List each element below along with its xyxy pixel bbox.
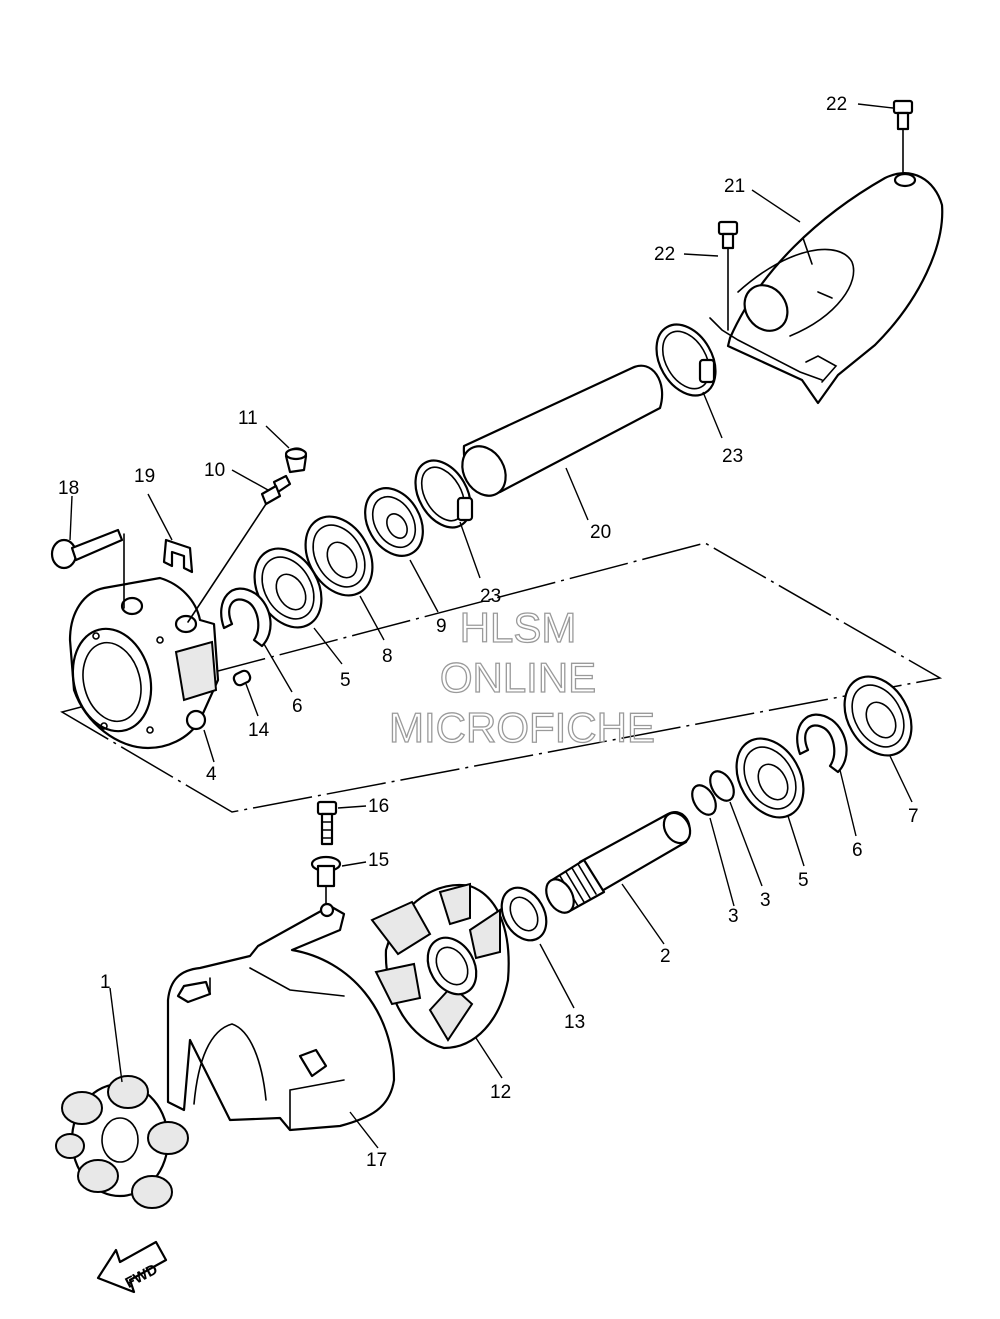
callout-19: 19	[134, 466, 155, 487]
housing-bolt-holes	[92, 632, 164, 734]
part-22-bolt-upper[interactable]	[892, 99, 914, 173]
part-5-bearing-upper[interactable]	[241, 537, 335, 640]
callout-6-upper: 6	[292, 696, 303, 717]
part-5-bearing-lower[interactable]	[723, 727, 817, 830]
watermark-line-2: ONLINE	[440, 654, 596, 701]
part-14-pin[interactable]	[232, 669, 252, 687]
part-21-nozzle-cover[interactable]	[709, 172, 944, 405]
part-19-clip[interactable]	[162, 538, 194, 574]
part-7-bearing[interactable]	[831, 665, 925, 768]
part-22-bolt-lower[interactable]	[717, 220, 739, 331]
part-2-drive-shaft[interactable]	[541, 808, 696, 917]
callout-6-lower: 6	[852, 840, 863, 861]
callout-labels: 22 21 22 23 11 10 19 18 20 23 9 8 5 6 14…	[58, 94, 919, 1171]
part-6-circlip-lower[interactable]	[796, 713, 848, 774]
callout-3-b: 3	[728, 906, 739, 927]
bolt-thread-lines	[321, 821, 333, 839]
callout-23-upper: 23	[722, 446, 743, 467]
part-8-bearing[interactable]	[292, 505, 386, 608]
part-11-cap[interactable]	[284, 447, 308, 474]
callout-9: 9	[436, 616, 447, 637]
callout-11: 11	[238, 408, 258, 429]
callout-16: 16	[368, 796, 389, 817]
callout-22-upper: 22	[826, 94, 847, 115]
watermark-line-1: HLSM	[460, 604, 577, 651]
watermark-line-3: MICROFICHE	[389, 704, 655, 751]
callout-21: 21	[724, 176, 745, 197]
part-13-collar[interactable]	[493, 880, 556, 948]
part-1-damper[interactable]	[55, 1075, 189, 1209]
callout-7: 7	[908, 806, 919, 827]
part-17-intake-housing[interactable]	[166, 902, 396, 1132]
leader-lines	[69, 103, 913, 1149]
part-9-oil-seal[interactable]	[353, 478, 434, 566]
callout-12: 12	[490, 1082, 511, 1103]
part-3-o-ring-a[interactable]	[705, 767, 738, 805]
damper-lobes	[55, 1075, 189, 1209]
callout-5-lower: 5	[798, 870, 809, 891]
callout-8: 8	[382, 646, 393, 667]
part-20-hose[interactable]	[454, 364, 664, 504]
callout-17: 17	[366, 1150, 387, 1171]
callout-14: 14	[248, 720, 270, 741]
part-4-pump-housing[interactable]	[62, 576, 220, 750]
part-15-collar[interactable]	[310, 855, 342, 913]
callout-18: 18	[58, 478, 79, 499]
part-23-clamp-lower[interactable]	[404, 451, 482, 537]
callout-15: 15	[368, 850, 389, 871]
callout-13: 13	[564, 1012, 585, 1033]
assembly-reference-frame	[60, 542, 943, 813]
callout-4: 4	[206, 764, 217, 785]
part-16-bolt[interactable]	[316, 800, 338, 846]
part-12-impeller[interactable]	[370, 882, 510, 1050]
callout-10: 10	[204, 460, 225, 481]
part-10-grease-nipple[interactable]	[187, 474, 292, 623]
callout-23-lower: 23	[480, 586, 501, 607]
part-18-bolt[interactable]	[50, 528, 125, 609]
part-6-circlip-upper[interactable]	[220, 587, 272, 648]
callout-3-a: 3	[760, 890, 771, 911]
callout-20: 20	[590, 522, 611, 543]
callout-2: 2	[660, 946, 671, 967]
part-23-clamp-upper[interactable]	[644, 314, 727, 406]
part-3-o-ring-b[interactable]	[687, 781, 720, 819]
fwd-direction-marker: FWD	[96, 1240, 168, 1294]
callout-5-upper: 5	[340, 670, 351, 691]
watermark: HLSM ONLINE MICROFICHE	[388, 603, 655, 751]
fwd-arrow-icon	[96, 1240, 168, 1294]
callout-22-lower: 22	[654, 244, 675, 265]
callout-1: 1	[100, 972, 111, 993]
